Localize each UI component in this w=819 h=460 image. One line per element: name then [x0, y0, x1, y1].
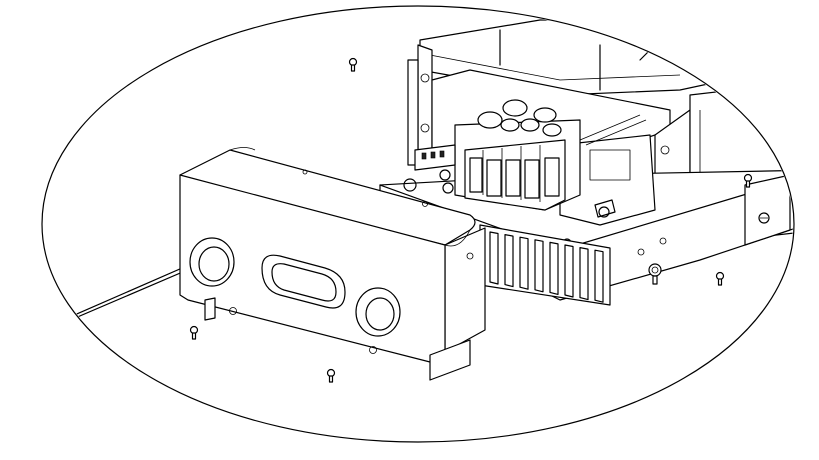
mounting-hole [369, 346, 377, 354]
cable-gland-hole-right [355, 287, 401, 337]
wiring-cover [179, 147, 486, 381]
detail-callout-ellipse [41, 5, 795, 443]
heat-sink-fin [534, 239, 544, 293]
mounting-hole [302, 169, 308, 175]
cable-gland-slot-center [261, 254, 346, 309]
mounting-hole [229, 307, 237, 315]
heat-sink-fin [519, 236, 529, 290]
screw-left-bottom [189, 325, 199, 340]
screw-right [715, 271, 725, 286]
screws [189, 57, 753, 383]
heat-sink [479, 224, 611, 306]
screw-center-bottom [326, 368, 336, 383]
screw-far-right [743, 173, 753, 188]
mounting-hole [422, 201, 428, 207]
heat-sink-fin [549, 241, 559, 295]
terminal-block [403, 99, 610, 248]
cable-gland-hole-left [189, 237, 235, 287]
heat-sink-fin [489, 231, 499, 285]
heat-sink-fin [579, 247, 589, 301]
heat-sink-fin [594, 249, 604, 303]
heat-sink-fin [504, 234, 514, 288]
screw-housing-side [648, 263, 662, 285]
screw-top [348, 57, 358, 72]
mounting-hole [466, 252, 474, 260]
heat-sink-fin [564, 244, 574, 298]
